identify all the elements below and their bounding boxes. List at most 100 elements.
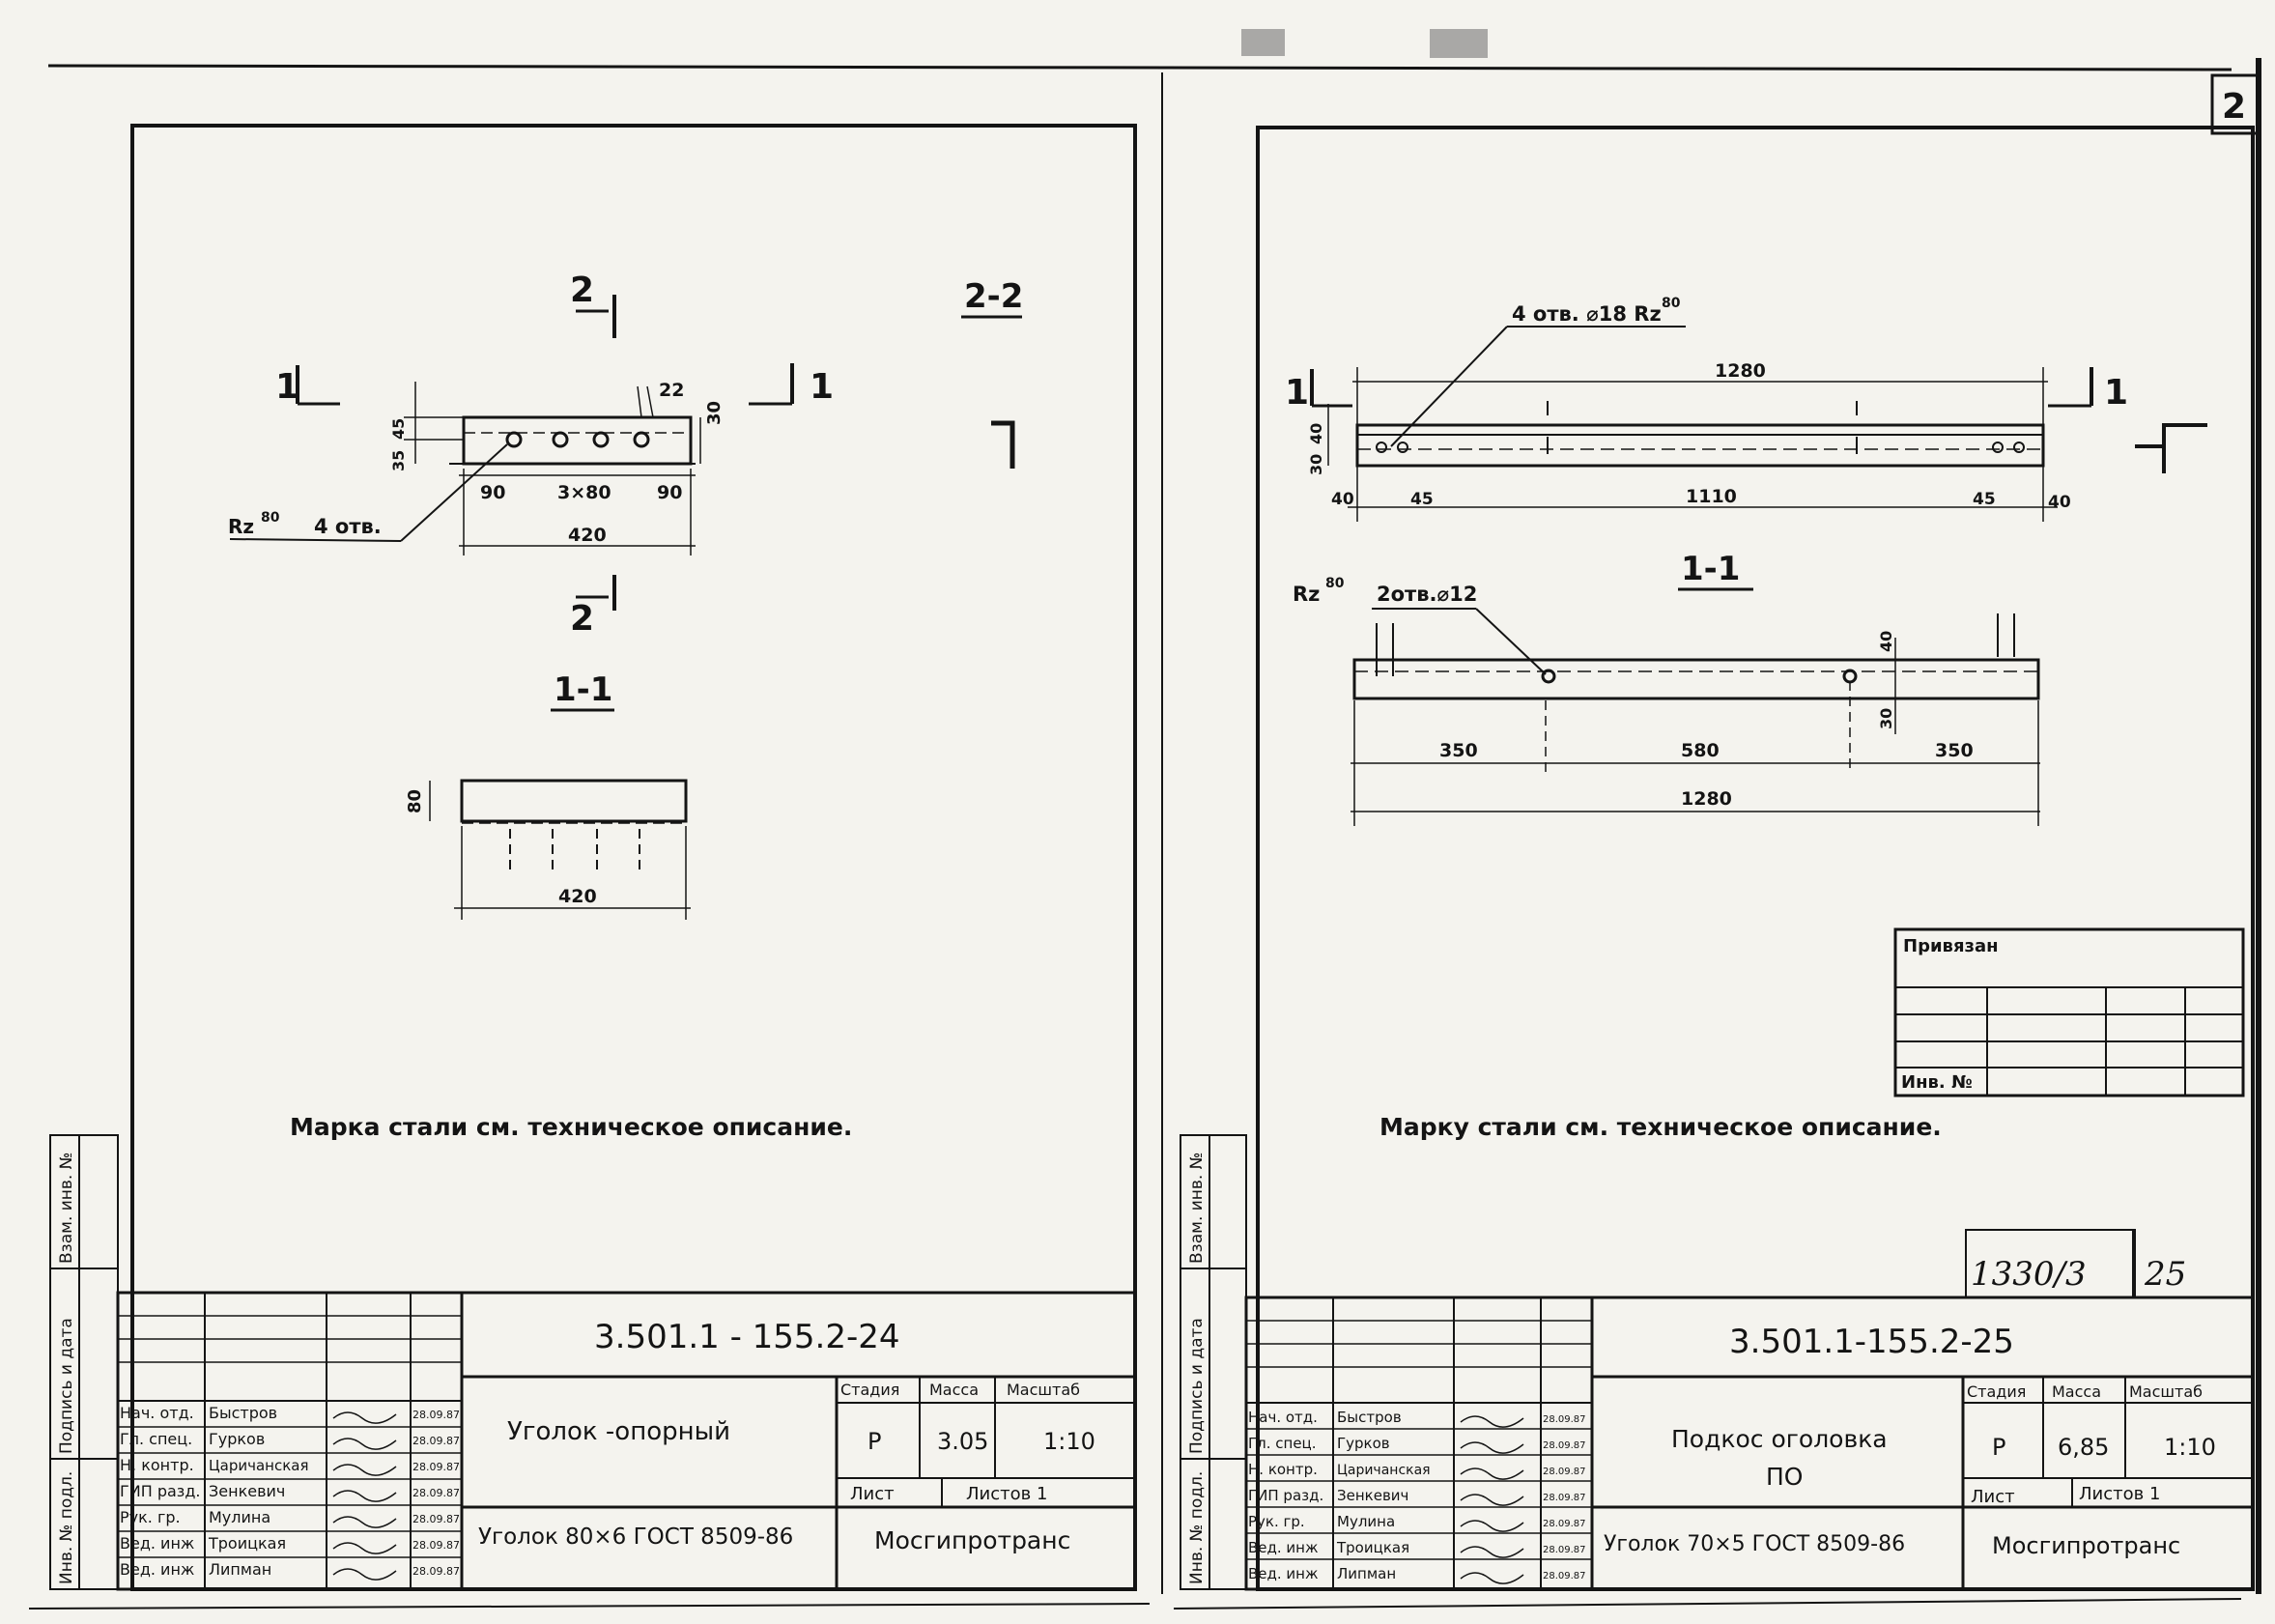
right-material: Уголок 70×5 ГОСТ 8509-86: [1604, 1532, 1905, 1556]
left-section-title-1-1: 1-1: [554, 670, 612, 709]
left-doc-code: 3.501.1 - 155.2-24: [594, 1318, 900, 1356]
left-sheets-label: Листов 1: [966, 1484, 1047, 1504]
left-mass: 3.05: [937, 1428, 988, 1455]
right-head-scale: Масштаб: [2129, 1382, 2203, 1401]
right-name-4: Мулина: [1337, 1513, 1395, 1530]
right-date-1: 28.09.87: [1543, 1440, 1586, 1451]
left-date-4: 28.09.87: [412, 1513, 460, 1525]
left-date-6: 28.09.87: [412, 1565, 460, 1578]
right-section-title-1-1: 1-1: [1681, 550, 1740, 588]
right-sheet-label: Лист: [1971, 1487, 2015, 1507]
right-steel-note: Марку стали см. техническое описание.: [1379, 1113, 1942, 1141]
section-mark-2-top: 2: [570, 271, 594, 310]
signature-mark: [332, 1542, 397, 1554]
left-head-stage: Стадия: [840, 1381, 899, 1399]
left-role-0: Нач. отд.: [120, 1404, 194, 1422]
side-strip-replace: Взам. инв. №: [57, 1153, 76, 1264]
right-section-dim-b: 580: [1681, 740, 1720, 761]
left-name-5: Троицкая: [208, 1534, 286, 1553]
right-role-2: Н. контр.: [1248, 1461, 1318, 1478]
section-mark-1-left: 1: [275, 367, 299, 407]
left-name-3: Зенкевич: [209, 1482, 285, 1500]
left-title-block: Нач. отд. Гл. спец. Н. контр. ГИП разд. …: [116, 1291, 1137, 1591]
signature-mark: [332, 1464, 397, 1476]
right-section-dim-c: 350: [1935, 740, 1974, 761]
right-date-0: 28.09.87: [1543, 1414, 1586, 1425]
right-name-3: Зенкевич: [1337, 1487, 1408, 1504]
right-rz-value: 80: [1325, 576, 1345, 591]
right-stage: Р: [1992, 1434, 2005, 1461]
signature-mark: [1460, 1415, 1524, 1428]
signature-mark: [1460, 1520, 1524, 1532]
signature-mark: [1460, 1467, 1524, 1480]
left-role-1: Гл. спец.: [120, 1430, 192, 1448]
right-role-1: Гл. спец.: [1248, 1435, 1317, 1452]
right-doc-code: 3.501.1-155.2-25: [1729, 1323, 2014, 1361]
signature-mark: [1460, 1546, 1524, 1558]
section-dim-width: 420: [558, 886, 597, 907]
right-dim-middle: 1110: [1686, 486, 1737, 507]
left-sheet-label: Лист: [850, 1484, 895, 1504]
stamp-number: 1330/3: [1971, 1255, 2087, 1294]
right-sheet: Инв. № подл. Подпись и дата Взам. инв. №…: [1180, 126, 2255, 1591]
right-holes-top-rz: 80: [1662, 296, 1681, 311]
section-mark-1-right: 1: [810, 367, 834, 407]
corner-page-number: 2: [2222, 87, 2246, 127]
right-section-dim-v-b: 30: [1877, 708, 1895, 729]
right-holes-top-label: 4 отв. ⌀18 Rz: [1512, 302, 1662, 326]
dim-vertical-b: 45: [389, 418, 408, 440]
right-dim-total: 1280: [1715, 360, 1766, 382]
signature-mark: [332, 1438, 397, 1450]
left-name-4: Мулина: [209, 1508, 270, 1526]
right-section-dim-v-a: 40: [1877, 631, 1895, 652]
signature-mark: [1460, 1572, 1524, 1584]
right-role-5: Вед. инж: [1248, 1539, 1319, 1556]
dim-hole-spacing: 3×80: [557, 482, 611, 503]
left-date-1: 28.09.87: [412, 1435, 460, 1447]
left-name-0: Быстров: [209, 1404, 277, 1422]
left-date-5: 28.09.87: [412, 1539, 460, 1552]
dim-edge-left: 90: [480, 482, 505, 503]
dim-height: 30: [704, 401, 725, 425]
right-section-mark-1-left: 1: [1285, 373, 1309, 413]
left-role-3: ГИП разд.: [120, 1482, 200, 1500]
right-date-5: 28.09.87: [1543, 1545, 1586, 1555]
right-dim-v-a: 30: [1307, 454, 1325, 475]
right-role-6: Вед. инж: [1248, 1565, 1319, 1582]
left-sheet: Инв. № подл. Подпись и дата Взам. инв. №…: [49, 124, 1137, 1591]
signature-mark: [332, 1516, 397, 1528]
left-name-1: Гурков: [209, 1430, 265, 1448]
left-holes-count: 4 отв.: [314, 515, 382, 538]
right-name-0: Быстров: [1337, 1409, 1402, 1426]
left-date-0: 28.09.87: [412, 1409, 460, 1421]
right-date-2: 28.09.87: [1543, 1467, 1586, 1477]
right-head-stage: Стадия: [1967, 1382, 2026, 1401]
section-title-2-2: 2-2: [964, 277, 1023, 316]
right-sheets-label: Листов 1: [2079, 1484, 2160, 1504]
right-dim-left-edge: 40: [1331, 490, 1354, 509]
right-name-6: Липман: [1337, 1565, 1396, 1582]
section-mark-2-bottom: 2: [570, 599, 594, 639]
right-rz-label: Rz: [1293, 583, 1320, 606]
signature-mark: [332, 1411, 397, 1424]
right-holes-bottom-label: 2отв.⌀12: [1377, 583, 1477, 606]
signature-mark: [332, 1568, 397, 1581]
stamp-page: 25: [2144, 1255, 2186, 1294]
right-dim-v-b: 40: [1307, 423, 1325, 444]
left-role-5: Вед. инж: [120, 1534, 194, 1553]
right-scale: 1:10: [2164, 1434, 2216, 1461]
signature-mark: [1460, 1441, 1524, 1454]
right-role-3: ГИП разд.: [1248, 1487, 1323, 1504]
right-dim-left-hole: 45: [1410, 490, 1434, 509]
left-date-2: 28.09.87: [412, 1461, 460, 1473]
right-date-3: 28.09.87: [1543, 1493, 1586, 1503]
left-scale: 1:10: [1043, 1428, 1095, 1455]
left-date-3: 28.09.87: [412, 1487, 460, 1499]
dim-hole-dia: 22: [659, 380, 684, 401]
right-org: Мосгипротранс: [1992, 1532, 2180, 1559]
right-dim-right-edge: 40: [2048, 493, 2071, 512]
left-steel-note: Марка стали см. техническое описание.: [290, 1113, 852, 1141]
side-strip-inv: Инв. № подл.: [57, 1471, 76, 1584]
right-head-mass: Масса: [2052, 1382, 2101, 1401]
signature-mark: [332, 1490, 397, 1502]
